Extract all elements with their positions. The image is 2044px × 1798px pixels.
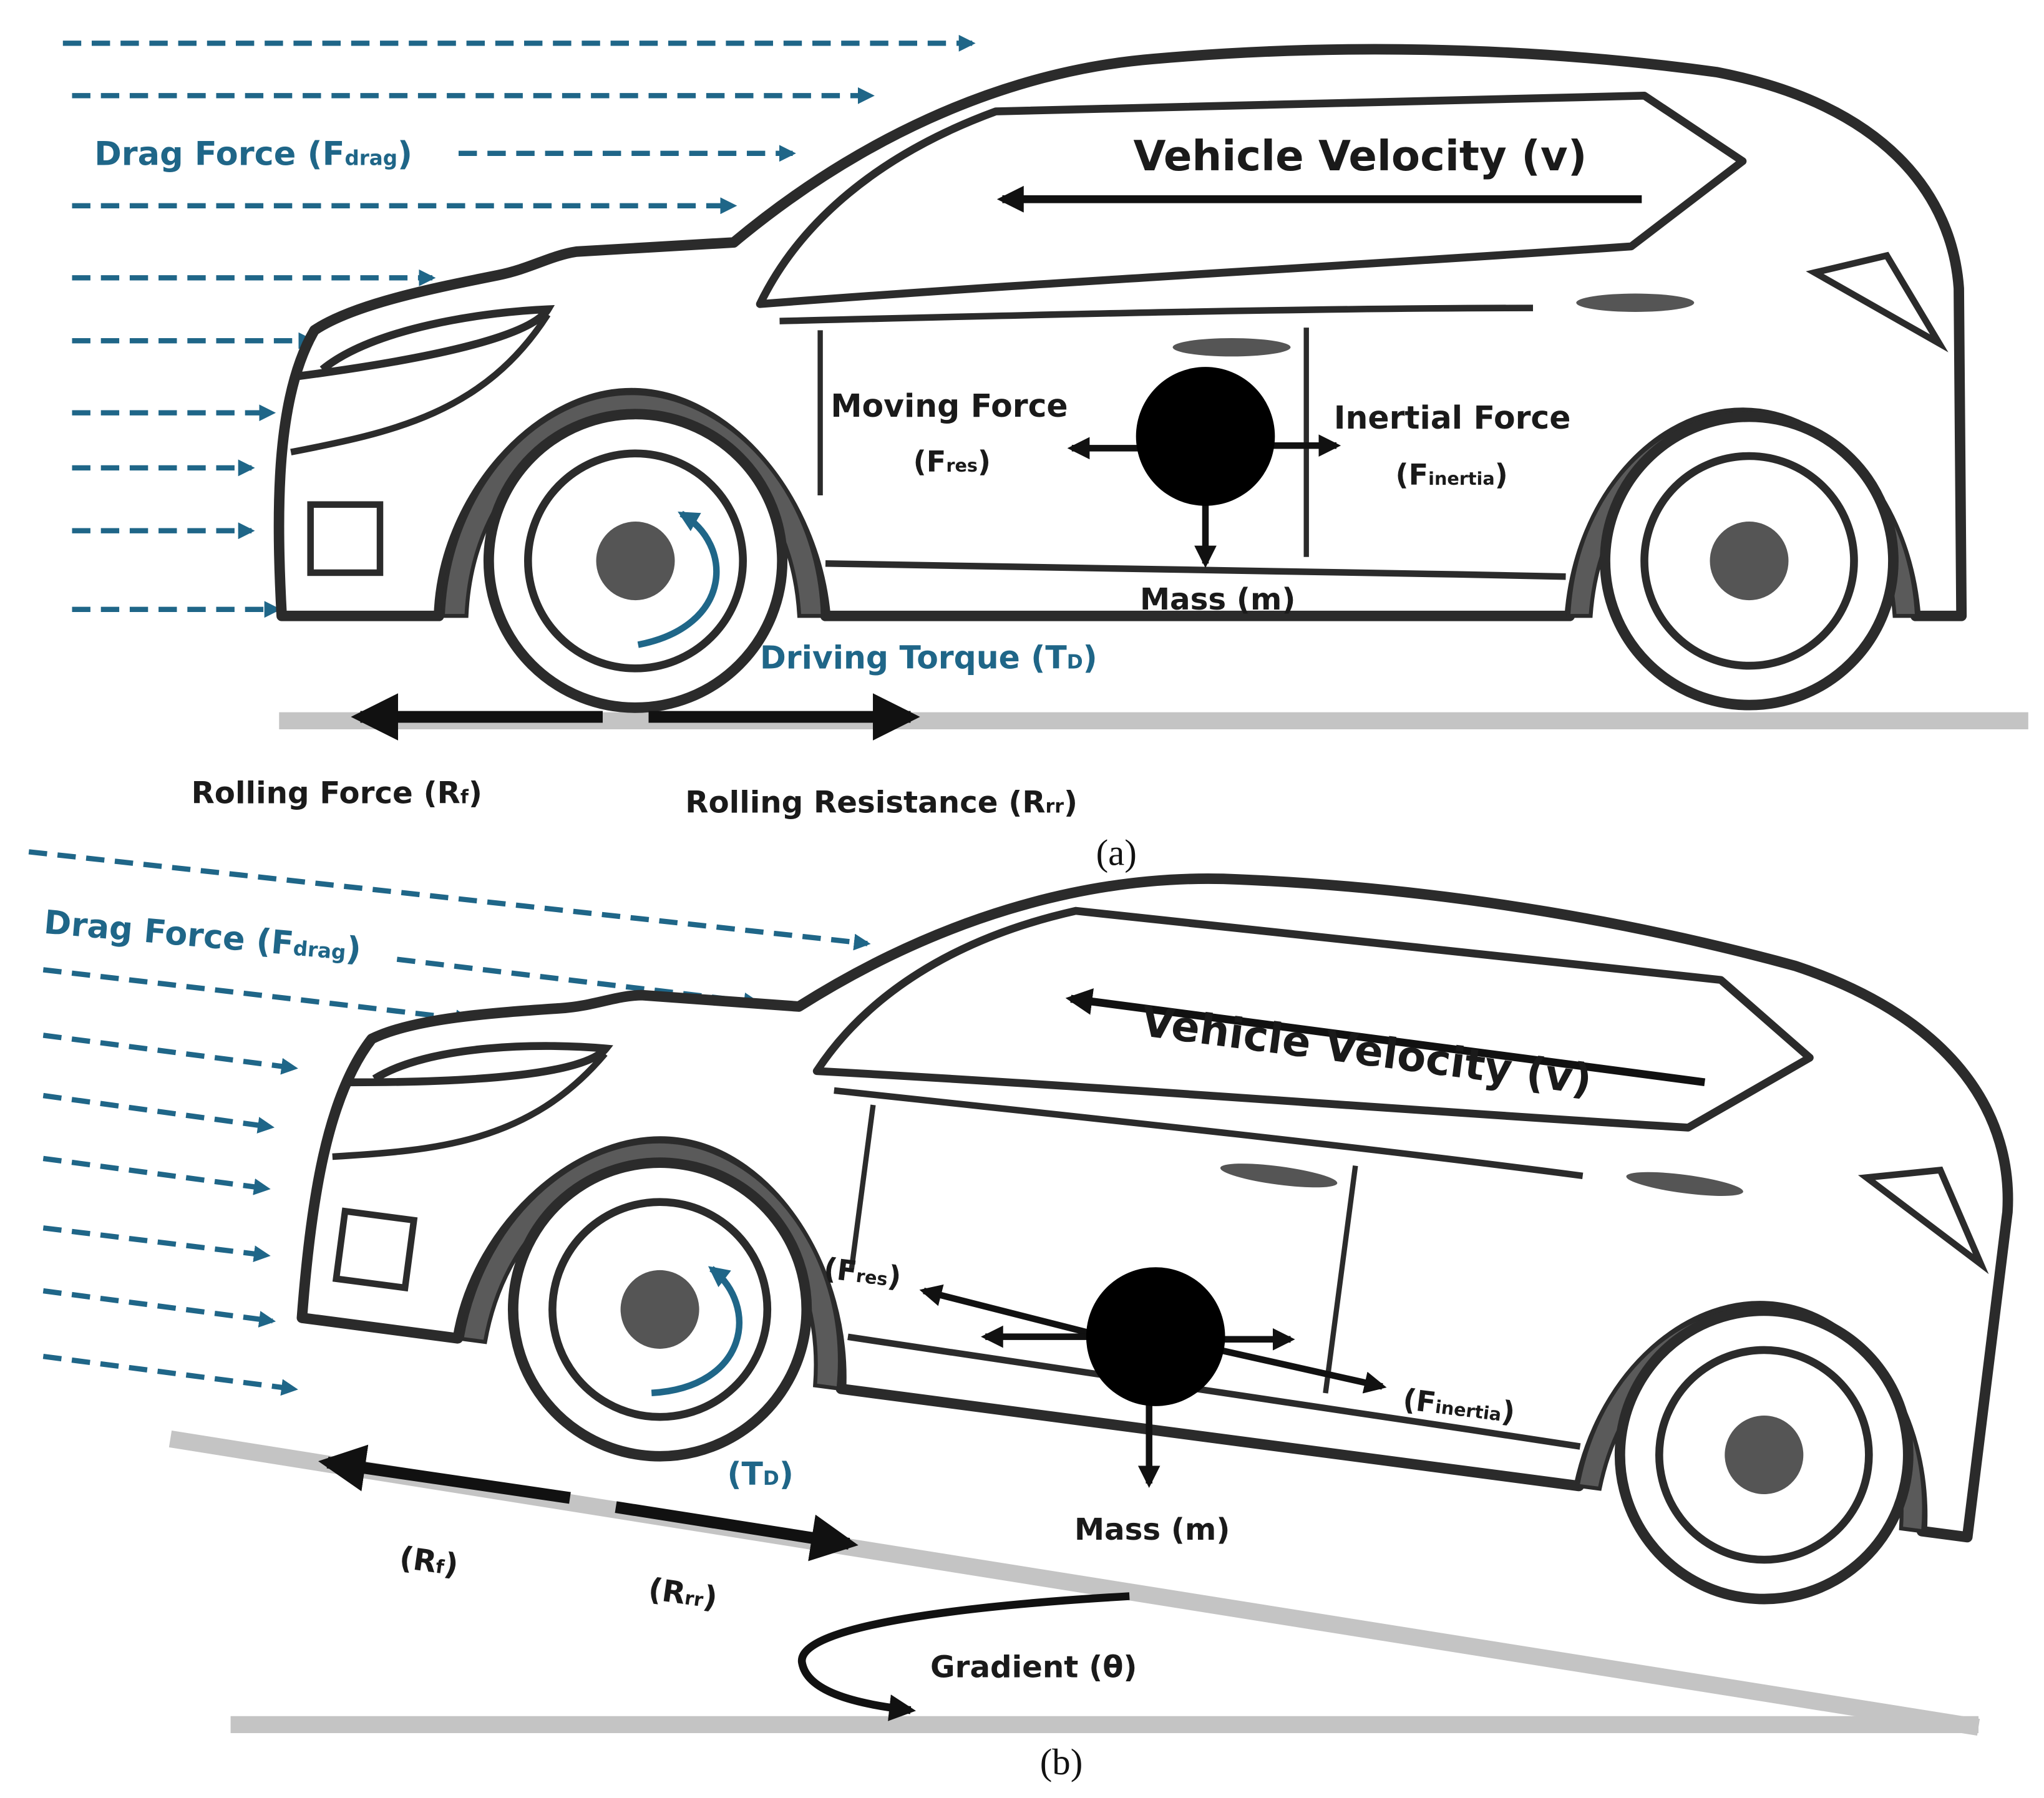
torque-label-b: (TD)	[728, 1455, 794, 1492]
mass-forces-b	[919, 1267, 1387, 1489]
window-b	[812, 906, 1814, 1132]
headlight-b	[350, 1042, 613, 1087]
gradient-label-b: Gradient (θ)	[930, 1650, 1137, 1685]
drag-wind-arrows-a	[62, 34, 976, 618]
fog-light-b	[332, 1207, 418, 1292]
caption-b: (b)	[1040, 1742, 1083, 1782]
beltline-a	[779, 304, 1534, 324]
mass-label-a: Mass (m)	[1140, 582, 1295, 617]
drag-force-label-b: Drag Force (Fdrag)	[42, 903, 363, 969]
inertial-force-label-a: Inertial Force	[1334, 399, 1571, 436]
rrr-label-b: (Rrr)	[646, 1572, 720, 1616]
moving-force-label-a: Moving Force	[830, 387, 1068, 424]
panel-b: Drag Force (Fdrag) Vehicle Velocity (v) …	[28, 849, 2013, 1782]
rear-wheel-b	[1614, 1305, 1914, 1605]
car-body-group-b	[296, 873, 2013, 1605]
rear-wheel-a	[1600, 411, 1899, 711]
gradient-arc-b	[797, 1592, 1130, 1721]
window-a	[756, 92, 1747, 308]
torque-arc-b	[651, 1266, 742, 1396]
rolling-force-arrow-b	[318, 1444, 571, 1504]
tail-light-a	[1806, 251, 1949, 352]
rolling-resistance-label-a: Rolling Resistance (Rrr)	[685, 785, 1078, 820]
fres-label-a: (Fres)	[913, 445, 991, 479]
mass-ball-b	[1086, 1267, 1225, 1406]
velocity-arrow-b	[1065, 988, 1706, 1086]
mass-label-b: Mass (m)	[1074, 1512, 1230, 1547]
finertia-label-a: (Finertia)	[1396, 458, 1508, 492]
drag-force-label-a: Drag Force (Fdrag)	[94, 135, 412, 173]
panel-a: Drag Force (Fdrag) Vehicle Velocity (v) …	[62, 34, 2028, 873]
bumper-line-a	[290, 313, 551, 455]
mass-forces-a	[1067, 367, 1341, 568]
front-wheel-b	[507, 1157, 812, 1462]
rolling-resistance-arrow-b	[615, 1501, 859, 1562]
rf-label-b: (Rf)	[397, 1540, 460, 1583]
rolling-force-label-a: Rolling Force (Rf)	[192, 776, 482, 811]
velocity-label-a: Vehicle Velocity (v)	[1134, 132, 1587, 180]
caption-a: (a)	[1096, 832, 1137, 873]
torque-label-a: Driving Torque (TD)	[760, 639, 1097, 676]
fog-light-a	[307, 501, 384, 576]
front-wheel-a	[483, 409, 788, 713]
mass-ball-a	[1136, 367, 1275, 506]
drag-wind-arrows-b	[28, 849, 871, 1396]
torque-arc-a	[637, 510, 720, 648]
tail-light-b	[1857, 1166, 1989, 1275]
headlight-a	[298, 304, 555, 381]
fres-label-b: (Fres)	[822, 1251, 903, 1294]
